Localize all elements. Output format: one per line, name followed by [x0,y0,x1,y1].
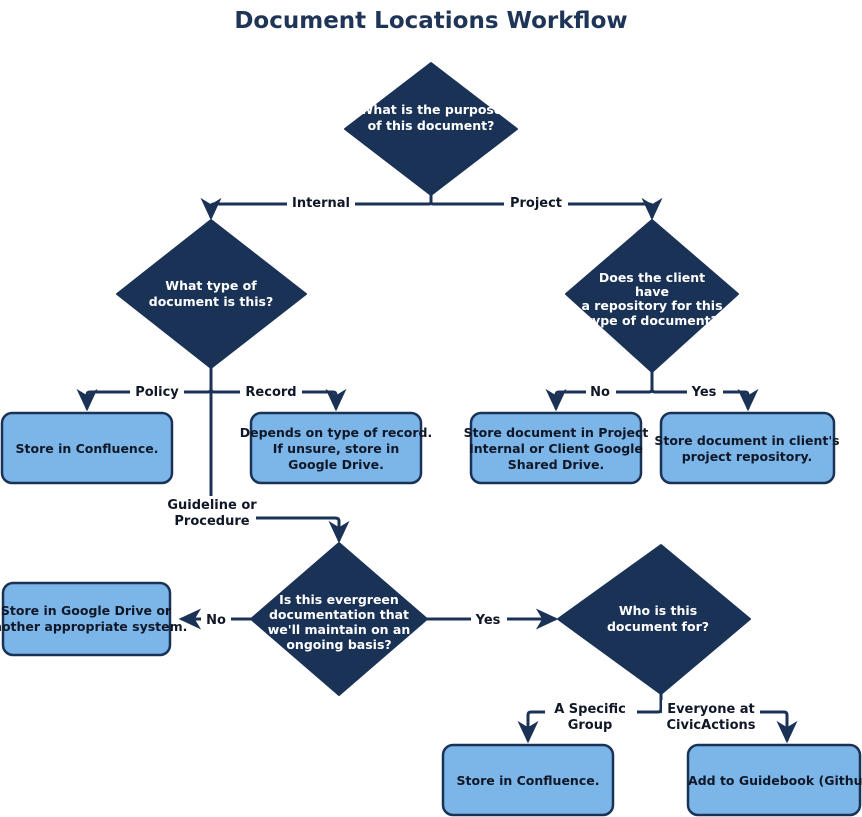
box-shape [249,411,423,485]
diamond-shape [116,219,307,369]
node-evergreen-line4: ongoing basis? [286,637,391,652]
box-shape [659,411,836,485]
page-title: Document Locations Workflow [234,8,627,34]
node-client-repository-decision[interactable]: Does the client have a repository for th… [565,219,739,373]
box-shape [1,581,172,657]
box-shape [469,411,643,485]
node-evergreen-decision[interactable]: Is this evergreen documentation that we'… [250,542,428,696]
edge-label-internal: Internal [292,196,350,211]
node-notevergreen-result-line2: another appropriate system. [0,619,187,634]
node-policy-result-line1: Store in Confluence. [16,441,159,456]
node-purpose-decision[interactable]: What is the purpose of this document? [344,62,518,196]
edge-label-guideline-line1: Guideline or [167,498,257,513]
diamond-shape [565,219,739,373]
node-document-type-decision[interactable]: What type of document is this? [116,219,307,369]
edge-label-no-clientrepo: No [590,385,610,400]
node-policy-result[interactable]: Store in Confluence. [0,411,174,485]
node-norepo-result-line3: Shared Drive. [508,457,604,472]
edge-label-no-evergreen: No [206,613,226,628]
node-record-result-line3: Google Drive. [288,457,384,472]
node-purpose-line2: of this document? [368,118,495,133]
node-purpose-line1: What is the purpose [360,102,503,117]
box-shape [441,743,615,817]
node-record-result-line1: Depends on type of record. [240,425,433,440]
edge-labels-layer: Internal Project Policy Record Guideline… [130,193,760,736]
node-yesrepo-result-line2: project repository. [682,449,813,464]
node-everyone-result[interactable]: Add to Guidebook (Github). [686,743,862,817]
diamond-shape [344,62,518,196]
node-record-result[interactable]: Depends on type of record. If unsure, st… [240,411,433,485]
edge-label-guideline-line2: Procedure [174,514,249,529]
node-doctype-line1: What type of [165,278,257,293]
edge-label-specific-group-line1: A Specific [554,702,626,717]
node-evergreen-line3: we'll maintain on an [268,622,411,637]
node-group-result-line1: Store in Confluence. [457,773,600,788]
edge-label-everyone-line2: CivicActions [667,718,756,733]
node-specific-group-result[interactable]: Store in Confluence. [441,743,615,817]
diamond-shape [250,542,428,696]
node-notevergreen-result-line1: Store in Google Drive or [1,603,172,618]
node-clientrepo-line1: Does the client [599,270,705,285]
box-shape [0,411,174,485]
node-yes-repository-result[interactable]: Store document in client's project repos… [654,411,840,485]
node-record-result-line2: If unsure, store in [273,441,400,456]
edge-label-yes-evergreen: Yes [475,613,501,628]
node-not-evergreen-result[interactable]: Store in Google Drive or another appropr… [0,581,187,657]
node-everyone-result-line1: Add to Guidebook (Github). [688,773,862,788]
node-clientrepo-line3: a repository for this [581,298,722,313]
node-doctype-line2: document is this? [149,294,274,309]
edge-label-specific-group-line2: Group [568,718,613,733]
node-clientrepo-line4: type of document? [586,313,718,328]
edge-label-everyone-line1: Everyone at [667,702,755,717]
edge-label-policy: Policy [135,385,179,400]
edge-label-yes-clientrepo: Yes [691,385,717,400]
edge-label-record: Record [245,385,296,400]
node-audience-decision[interactable]: Who is this document for? [557,544,751,695]
box-shape [686,743,862,817]
node-yesrepo-result-line1: Store document in client's [654,433,839,448]
node-evergreen-line2: documentation that [269,607,409,622]
node-norepo-result-line1: Store document in Project [464,425,649,440]
node-norepo-result-line2: Internal or Client Google [469,441,643,456]
node-clientrepo-line2: have [635,284,669,299]
diamond-shape [557,544,751,695]
edge-label-project: Project [510,196,562,211]
node-audience-line1: Who is this [619,603,697,618]
node-no-repository-result[interactable]: Store document in Project Internal or Cl… [464,411,649,485]
node-audience-line2: document for? [607,619,709,634]
node-evergreen-line1: Is this evergreen [279,592,399,607]
